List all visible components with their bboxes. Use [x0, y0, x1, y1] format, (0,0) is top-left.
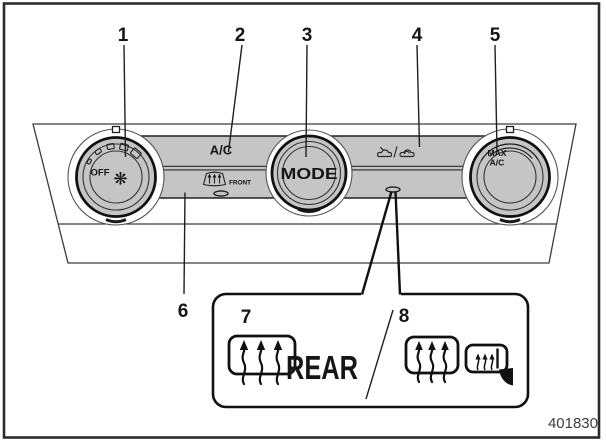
defogger-arrows	[241, 345, 281, 386]
fresh-air-arrow	[379, 146, 385, 152]
front-defrost-label: FRONT	[229, 180, 251, 187]
knob-scale-arc-outer	[480, 143, 539, 161]
fresh-air-recirculation-icon	[376, 146, 415, 158]
rear-defogger-icon-2	[404, 335, 460, 384]
option-slash	[365, 309, 394, 400]
knob-bottom-tab	[499, 218, 521, 224]
fan-icon: ❋	[113, 170, 127, 190]
mirror-mount-shape	[499, 368, 513, 386]
off-label: OFF	[91, 168, 110, 179]
mirror-defogger-icon	[464, 343, 513, 386]
fan-speed-knob: OFF ❋	[67, 125, 165, 226]
fresh-air-car-shape	[376, 149, 393, 158]
rear-defogger-callout-box: 7 8 REAR	[211, 191, 530, 409]
leader-3	[305, 44, 308, 158]
defrost-arrows	[207, 173, 222, 184]
leader-6	[183, 192, 186, 295]
callout-7: 7	[241, 307, 252, 328]
recirc-car-shape	[399, 149, 415, 158]
callout-8: 8	[399, 306, 410, 327]
rear-defogger-indicator	[385, 186, 401, 193]
knob-pointer-mark	[111, 125, 121, 134]
funnel-line-right	[394, 191, 402, 295]
callout-5: 5	[490, 25, 501, 46]
defogger-arrows	[416, 345, 448, 384]
knob-scale-arc-inner	[489, 147, 533, 159]
windshield-shape	[202, 171, 227, 187]
knob-ring	[469, 136, 551, 218]
leader-5	[494, 44, 498, 152]
callout-6: 6	[178, 301, 189, 322]
hvac-panel	[32, 123, 577, 264]
callout-box-gap	[361, 290, 401, 298]
mode-knob: MODE	[265, 129, 353, 217]
rear-defogger-icon	[227, 334, 297, 386]
knob-pointer-mark	[505, 125, 515, 134]
figure-code: 401830	[548, 415, 598, 432]
rear-label: REAR	[286, 349, 358, 386]
front-defrost-indicator	[213, 190, 229, 197]
panel-outline	[32, 123, 577, 264]
callout-1: 1	[118, 25, 129, 46]
knob-bottom-tab	[105, 218, 127, 224]
leader-4	[416, 44, 421, 148]
funnel-line-left	[360, 191, 393, 295]
callout-leader-lines	[123, 44, 498, 295]
max-ac-label-line2: A/C	[490, 158, 505, 168]
max-ac-label-line1: MAX	[488, 148, 507, 158]
callout-2: 2	[235, 25, 246, 46]
front-defroster-icon	[202, 171, 227, 187]
icon-slash	[393, 146, 398, 158]
callout-3: 3	[302, 25, 313, 46]
leader-1	[123, 44, 127, 158]
leader-2	[227, 44, 243, 153]
callout-4: 4	[412, 25, 423, 46]
recirc-arrow	[403, 150, 410, 155]
mode-button-label: MODE	[281, 166, 338, 183]
ac-button-label: A/C	[210, 143, 233, 158]
max-ac-knob: MAX A/C	[461, 125, 559, 226]
